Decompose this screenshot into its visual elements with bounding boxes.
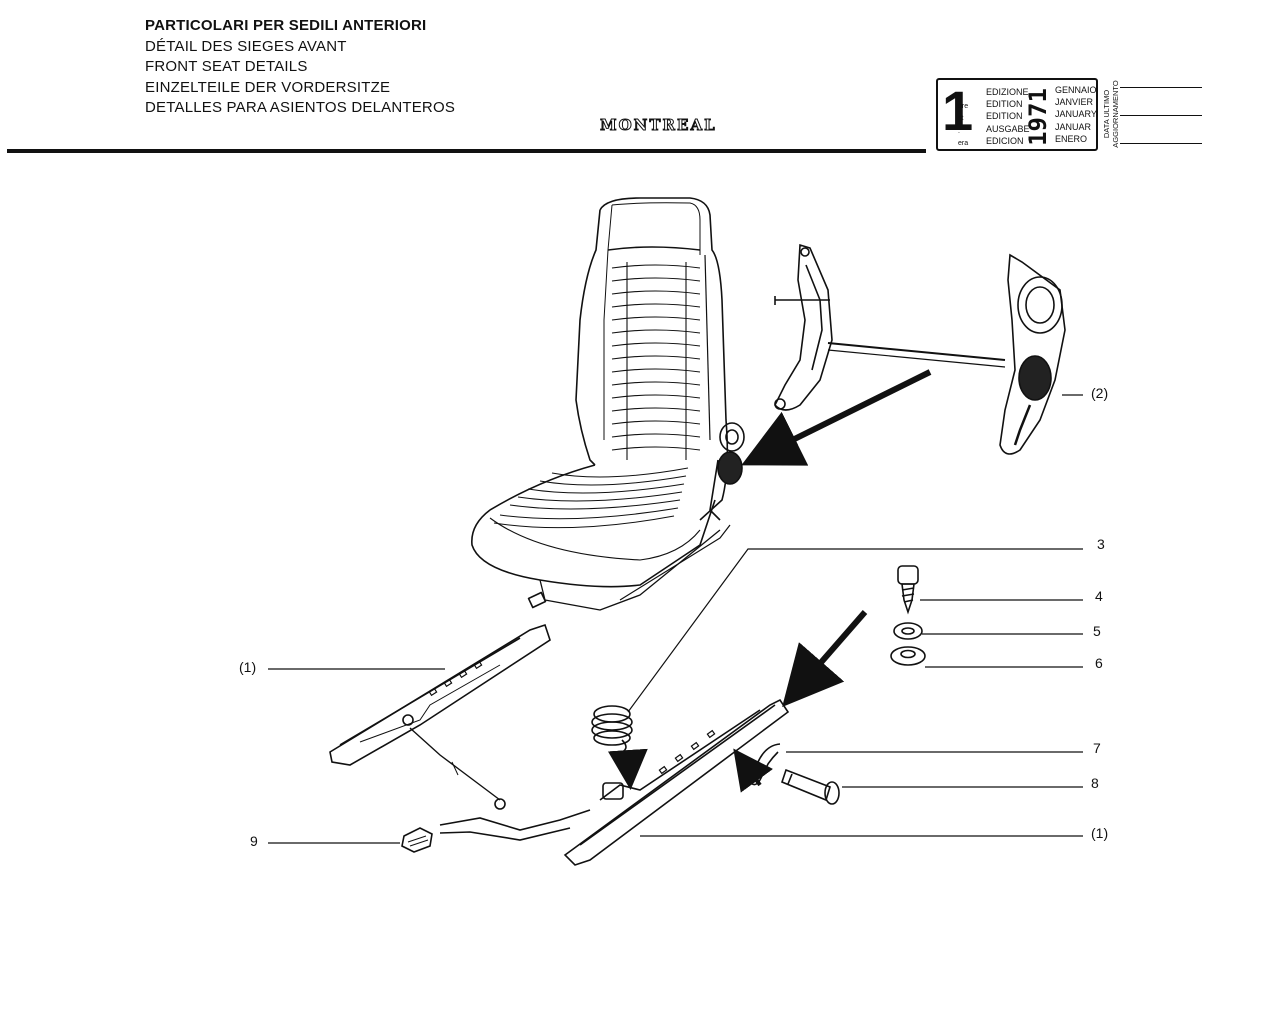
edition-suffixes: a ere st . era: [958, 89, 968, 150]
update-line: [1120, 143, 1202, 144]
seat-rail-left: [329, 623, 551, 810]
edition-word: EDIZIONE: [986, 87, 1029, 97]
edition-box: 1 a ere st . era EDIZIONE EDITION EDITIO…: [936, 78, 1098, 151]
seat-rail-right: [439, 698, 790, 866]
spring-part: [591, 705, 633, 753]
seat-illustration: [471, 197, 745, 611]
edition-month: JANUARY: [1055, 109, 1097, 120]
callout-washer: 6: [1095, 655, 1103, 671]
callout-clip: 7: [1093, 740, 1101, 756]
arrow-clip: [733, 748, 774, 793]
edition-suffix: .: [958, 127, 960, 135]
title-german: EINZELTEILE DER VORDERSITZE: [145, 78, 391, 96]
header-rule: [7, 149, 926, 153]
arrow-spring: [607, 748, 648, 790]
edition-suffix: a: [958, 91, 962, 98]
washer-part: [890, 646, 926, 666]
pad-part: [401, 827, 433, 853]
title-french: DÉTAIL DES SIEGES AVANT: [145, 37, 347, 55]
brand-logo: MONTREAL: [600, 116, 717, 135]
callout-recliner: (2): [1091, 385, 1109, 401]
edition-months: GENNAIO JANVIER JANUARY JANUAR ENERO: [1055, 84, 1097, 145]
edition-suffix: ere: [958, 103, 969, 111]
callout-lock-washer: 5: [1093, 623, 1101, 639]
lock-washer-part: [893, 622, 923, 640]
title-italian: PARTICOLARI PER SEDILI ANTERIORI: [145, 17, 427, 34]
edition-month: ENERO: [1055, 133, 1088, 144]
edition-word: AUSGABE: [986, 123, 1030, 134]
update-line: [1120, 87, 1202, 88]
title-english: FRONT SEAT DETAILS: [145, 58, 308, 75]
cushion-ribs: [493, 467, 689, 529]
arrow-rail: [782, 610, 868, 708]
edition-suffix: era: [958, 139, 969, 147]
title-spanish: DETALLES PARA ASIENTOS DELANTEROS: [145, 99, 456, 116]
callout-rail-right: (1): [1091, 825, 1109, 841]
arrow-recliner: [741, 369, 932, 466]
callout-rail-left: (1): [239, 659, 257, 675]
update-line: [1120, 115, 1202, 116]
screw-part: [897, 565, 919, 615]
leader-spring: [627, 548, 1083, 713]
edition-month: JANVIER: [1055, 97, 1094, 108]
edition-suffix: st: [958, 115, 964, 123]
callout-pad: 9: [250, 833, 258, 849]
edition-month: JANUAR: [1055, 121, 1092, 132]
callout-screw: 4: [1095, 588, 1103, 604]
pin-part: [781, 768, 840, 805]
edition-word: EDITION: [986, 111, 1023, 122]
recliner-mechanism: [774, 243, 1066, 455]
title-block: PARTICOLARI PER SEDILI ANTERIORI DÉTAIL …: [145, 16, 455, 119]
edition-words: EDIZIONE EDITION EDITION AUSGABE EDICION: [986, 86, 1030, 147]
callout-spring: 3: [1097, 536, 1105, 552]
edition-number: 1: [942, 79, 974, 142]
callout-pin: 8: [1091, 775, 1099, 791]
backrest-ribs: [611, 262, 701, 460]
edition-word: EDICION: [986, 135, 1024, 146]
edition-word: EDITION: [986, 99, 1023, 110]
edition-month: GENNAIO: [1055, 85, 1097, 95]
